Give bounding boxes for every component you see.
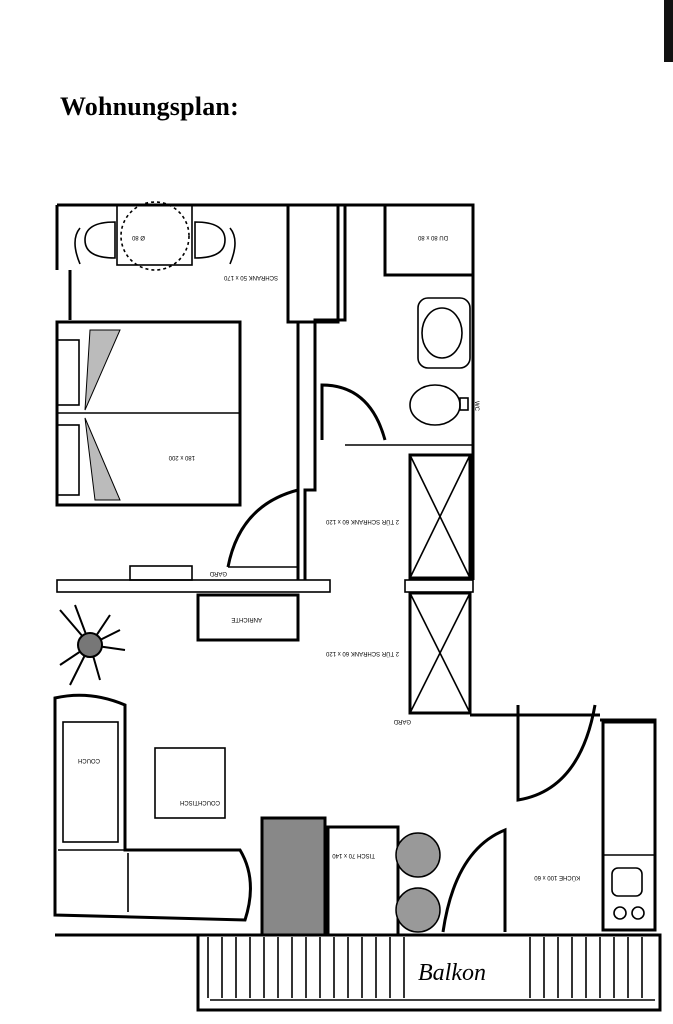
closet-2: 2 TÜR SCHRANK 60 x 120 GARD (325, 591, 472, 724)
tisch-label: TISCH 70 x 140 (332, 852, 375, 858)
kitchen-counter (601, 720, 657, 932)
dining-table: Ø 80 (74, 201, 236, 271)
gard-label-1: GARD (209, 570, 227, 576)
entrance-door[interactable] (441, 827, 507, 933)
wc-label: WC (473, 401, 479, 412)
shower-label: DU 80 x 80 (417, 234, 448, 240)
stove-burner-icon (631, 906, 645, 920)
shelf (260, 816, 327, 937)
couchtisch-label: COUCHTISCH (180, 799, 220, 805)
closet-1-label: 2 TÜR SCHRANK 60 x 120 (325, 518, 399, 525)
sink-icon (611, 867, 643, 897)
bathroom: DU 80 x 80 WC (320, 203, 479, 441)
closet-1: 2 TÜR SCHRANK 60 x 120 (325, 453, 472, 580)
bathroom-door[interactable] (320, 383, 387, 441)
kitchen-label: KÜCHE 100 x 60 (534, 874, 580, 881)
bed-label: 180 x 200 (168, 454, 195, 460)
gard-label-2: GARD (393, 718, 411, 724)
couchtisch: COUCHTISCH (154, 747, 226, 819)
couch: COUCH (53, 693, 252, 922)
bedroom-door[interactable] (226, 488, 299, 568)
balkon-label: Balkon (418, 960, 486, 986)
wardrobe-top: SCHRANK 50 x 170 (223, 203, 340, 324)
page-title: Wohnungsplan: (60, 92, 239, 121)
table-label: Ø 80 (131, 234, 145, 240)
stove-burner-icon (613, 906, 627, 920)
wardrobe-label: SCHRANK 50 x 170 (223, 274, 278, 280)
closet-2-label: 2 TÜR SCHRANK 60 x 120 (325, 650, 399, 657)
scan-edge (664, 0, 673, 62)
balcony (196, 933, 662, 1012)
anrichte-label: ANRICHTE (231, 616, 262, 622)
anrichte: ANRICHTE (196, 593, 300, 642)
plant-icon (59, 604, 126, 686)
bed: 180 x 200 (55, 320, 242, 507)
couch-label: COUCH (78, 757, 100, 763)
table: TISCH 70 x 140 (326, 825, 400, 937)
kitchen-door[interactable] (516, 704, 597, 802)
chairs (395, 832, 441, 933)
